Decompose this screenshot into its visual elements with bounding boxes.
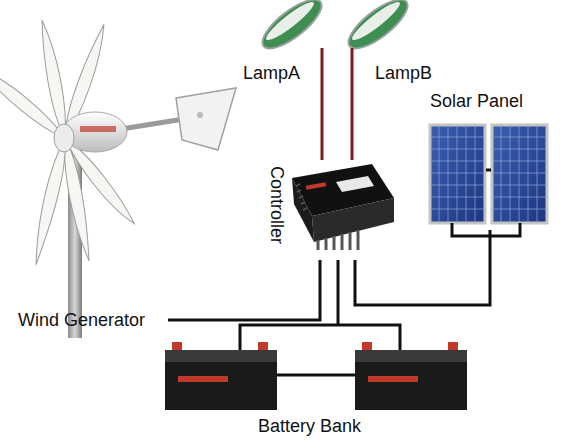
battery-terminal <box>362 342 372 350</box>
lamp-head <box>342 0 415 56</box>
wire-line <box>355 230 490 305</box>
nacelle-band <box>80 126 116 132</box>
lamp-rim <box>263 0 318 44</box>
controller-box: Controller <box>262 160 394 260</box>
lamp-rim <box>349 0 404 44</box>
leader-line <box>168 319 246 322</box>
battery-body <box>165 362 277 410</box>
node-label: Solar Panel <box>430 90 523 112</box>
wire-connector <box>322 96 323 160</box>
controller-front <box>312 198 394 242</box>
battery-stripe <box>178 376 228 382</box>
battery-terminal <box>448 342 458 350</box>
lamp-wire <box>321 48 324 96</box>
wire-line <box>337 260 340 325</box>
wire-line <box>246 260 320 320</box>
node-label: Battery Bank <box>258 415 361 437</box>
heatsink-fins <box>296 184 307 210</box>
battery-top <box>355 350 467 362</box>
battery-bank: Battery Bank <box>160 325 470 441</box>
node-label: Controller <box>266 166 288 244</box>
battery-terminal <box>172 342 182 350</box>
battery-stripe <box>368 376 418 382</box>
wire-line <box>351 96 354 160</box>
battery-top <box>165 350 277 362</box>
cell-grid <box>430 125 547 223</box>
solar-panels <box>430 125 547 236</box>
panel-link <box>486 169 491 172</box>
rotor <box>0 19 140 266</box>
controller-label <box>336 176 374 192</box>
lamp-head <box>256 0 329 56</box>
solar-panel <box>492 125 547 223</box>
wire-connector <box>352 96 353 160</box>
controller-terminals <box>318 230 358 250</box>
lamp-label: LampA <box>243 0 325 96</box>
wind-turbine <box>0 19 236 338</box>
node-label: LampA <box>243 62 300 84</box>
wire-connector <box>338 260 339 325</box>
wire-connector <box>355 230 490 305</box>
battery-body <box>355 362 467 410</box>
wind-generator: Wind Generator <box>0 15 246 335</box>
hub-spinner <box>54 124 74 152</box>
controller-unit <box>292 164 394 250</box>
solar-panel-group: Solar Panel <box>425 90 550 230</box>
tail-bolt <box>197 112 203 118</box>
panel-bracket-wire <box>452 223 520 236</box>
lamp-wire <box>351 48 354 96</box>
battery-bank <box>165 325 467 410</box>
battery-terminal <box>258 342 268 350</box>
wire-connector <box>246 260 320 320</box>
battery-link <box>277 374 355 377</box>
tail-fin <box>176 88 236 150</box>
controller-logo <box>306 182 326 189</box>
turbine-blade <box>30 136 70 266</box>
solar-panel <box>430 125 485 223</box>
battery-bus-wire <box>240 325 400 350</box>
node-label: LampB <box>375 62 432 84</box>
lamp-label: LampB <box>345 0 445 96</box>
wire-line <box>321 96 324 160</box>
node-label: Wind Generator <box>18 309 145 331</box>
